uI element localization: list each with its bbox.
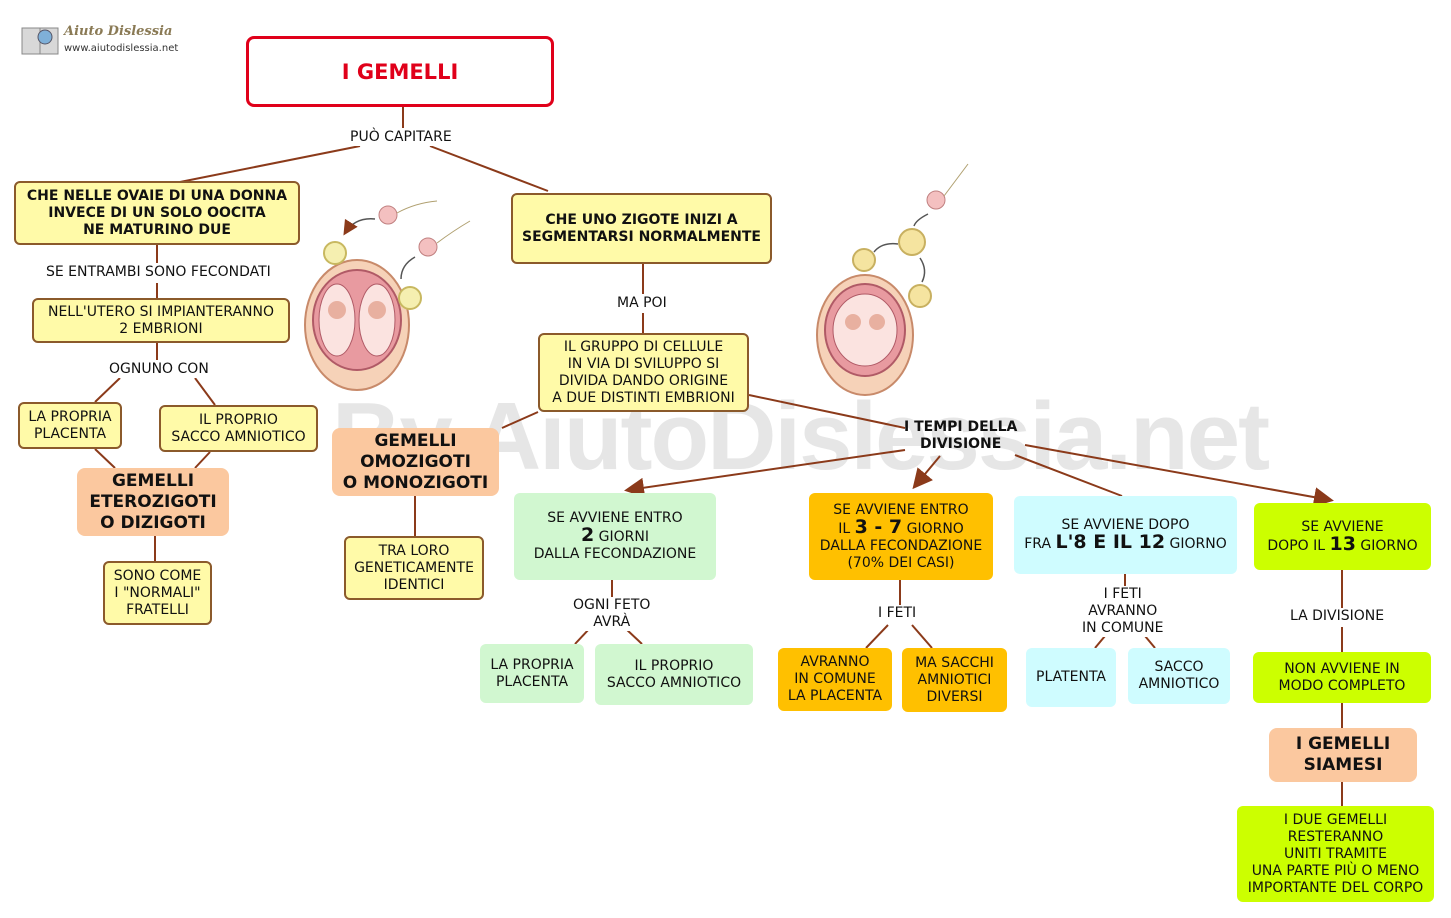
node-dopo-13: SE AVVIENE DOPO IL 13 GIORNO — [1254, 503, 1431, 570]
node-dopo-8-12: SE AVVIENE DOPO FRA L'8 E IL 12 GIORNO — [1014, 496, 1237, 574]
logo — [20, 22, 180, 58]
entro-2-pre: SE AVVIENE ENTRO — [547, 510, 683, 526]
dopo-13-pre: SE AVVIENE — [1301, 518, 1384, 535]
sperm-oocyte-illustration — [323, 200, 471, 310]
dopo-13-post: GIORNO — [1360, 537, 1418, 554]
entro-3-7-num: 3 - 7 — [854, 515, 903, 538]
node-b2-sacchi: MA SACCHI AMNIOTICI DIVERSI — [902, 648, 1007, 712]
label-i-feti: I FETI — [876, 605, 919, 622]
label-puo-capitare: PUÒ CAPITARE — [348, 129, 454, 146]
node-omozigoti: GEMELLI OMOZIGOTI O MONOZIGOTI — [332, 428, 499, 496]
label-se-entrambi: SE ENTRAMBI SONO FECONDATI — [44, 264, 273, 281]
label-ma-poi: MA POI — [615, 295, 669, 312]
node-siamesi: I GEMELLI SIAMESI — [1269, 728, 1417, 782]
uterus-twins-illustration — [304, 259, 410, 391]
entro-2-num: 2 — [580, 524, 595, 546]
book-icon — [21, 27, 59, 55]
node-fratelli: SONO COME I "NORMALI" FRATELLI — [103, 561, 212, 625]
uterus-twins-illustration — [816, 274, 914, 396]
node-left-sacco: IL PROPRIO SACCO AMNIOTICO — [159, 405, 318, 452]
label-ogni-feto: OGNI FETO AVRÀ — [571, 597, 653, 631]
node-b1-sacco: IL PROPRIO SACCO AMNIOTICO — [595, 644, 753, 705]
dopo-13-num: 13 — [1329, 532, 1356, 555]
node-ovaie: CHE NELLE OVAIE DI UNA DONNA INVECE DI U… — [14, 181, 300, 245]
entro-3-7-pre: SE AVVIENE ENTRO — [833, 501, 969, 518]
dopo-8-12-fra: FRA — [1024, 536, 1052, 552]
entro-2-post: GIORNI — [598, 529, 649, 545]
logo-url: www.aiutodislessia.net — [64, 43, 179, 54]
label-i-feti-comune: I FETI AVRANNO IN COMUNE — [1080, 586, 1166, 637]
label-tempi-divisione: I TEMPI DELLA DIVISIONE — [904, 419, 1018, 452]
node-utero: NELL'UTERO SI IMPIANTERANNO 2 EMBRIONI — [32, 298, 290, 343]
label-ognuno-con: OGNUNO CON — [107, 361, 211, 378]
node-non-completo: NON AVVIENE IN MODO COMPLETO — [1253, 652, 1431, 703]
node-b3-sacco: SACCO AMNIOTICO — [1128, 648, 1230, 704]
entro-2-line3: DALLA FECONDAZIONE — [533, 546, 697, 562]
node-gruppo-cellule: IL GRUPPO DI CELLULE IN VIA DI SVILUPPO … — [538, 333, 749, 412]
logo-name: Aiuto Dislessia — [64, 24, 173, 39]
label-la-divisione: LA DIVISIONE — [1288, 608, 1387, 625]
node-left-placenta: LA PROPRIA PLACENTA — [18, 402, 122, 449]
dopo-8-12-pre: SE AVVIENE DOPO — [1061, 517, 1190, 533]
node-b1-placenta: LA PROPRIA PLACENTA — [480, 644, 584, 703]
node-b3-placenta: PLATENTA — [1026, 648, 1116, 707]
dopo-8-12-post: GIORNO — [1169, 536, 1227, 552]
node-b2-comune: AVRANNO IN COMUNE LA PLACENTA — [778, 648, 892, 711]
node-identici: TRA LORO GENETICAMENTE IDENTICI — [344, 536, 484, 600]
dopo-13-dopo: DOPO IL — [1267, 537, 1326, 554]
node-zigote: CHE UNO ZIGOTE INIZI A SEGMENTARSI NORMA… — [511, 193, 772, 264]
dopo-8-12-num: L'8 E IL 12 — [1055, 531, 1166, 553]
node-uniti: I DUE GEMELLI RESTERANNO UNITI TRAMITE U… — [1237, 806, 1434, 902]
entro-3-7-post: GIORNO — [906, 520, 964, 537]
entro-3-7-il: IL — [838, 520, 851, 537]
node-entro-3-7: SE AVVIENE ENTRO IL 3 - 7 GIORNO DALLA F… — [809, 493, 993, 580]
entro-3-7-line3: DALLA FECONDAZIONE (70% DEI CASI) — [819, 537, 983, 571]
morula-illustration — [852, 163, 969, 308]
page-title: I GEMELLI — [246, 36, 554, 107]
node-entro-2-giorni: SE AVVIENE ENTRO 2 GIORNI DALLA FECONDAZ… — [514, 493, 716, 580]
node-eterozigoti: GEMELLI ETEROZIGOTI O DIZIGOTI — [77, 468, 229, 536]
